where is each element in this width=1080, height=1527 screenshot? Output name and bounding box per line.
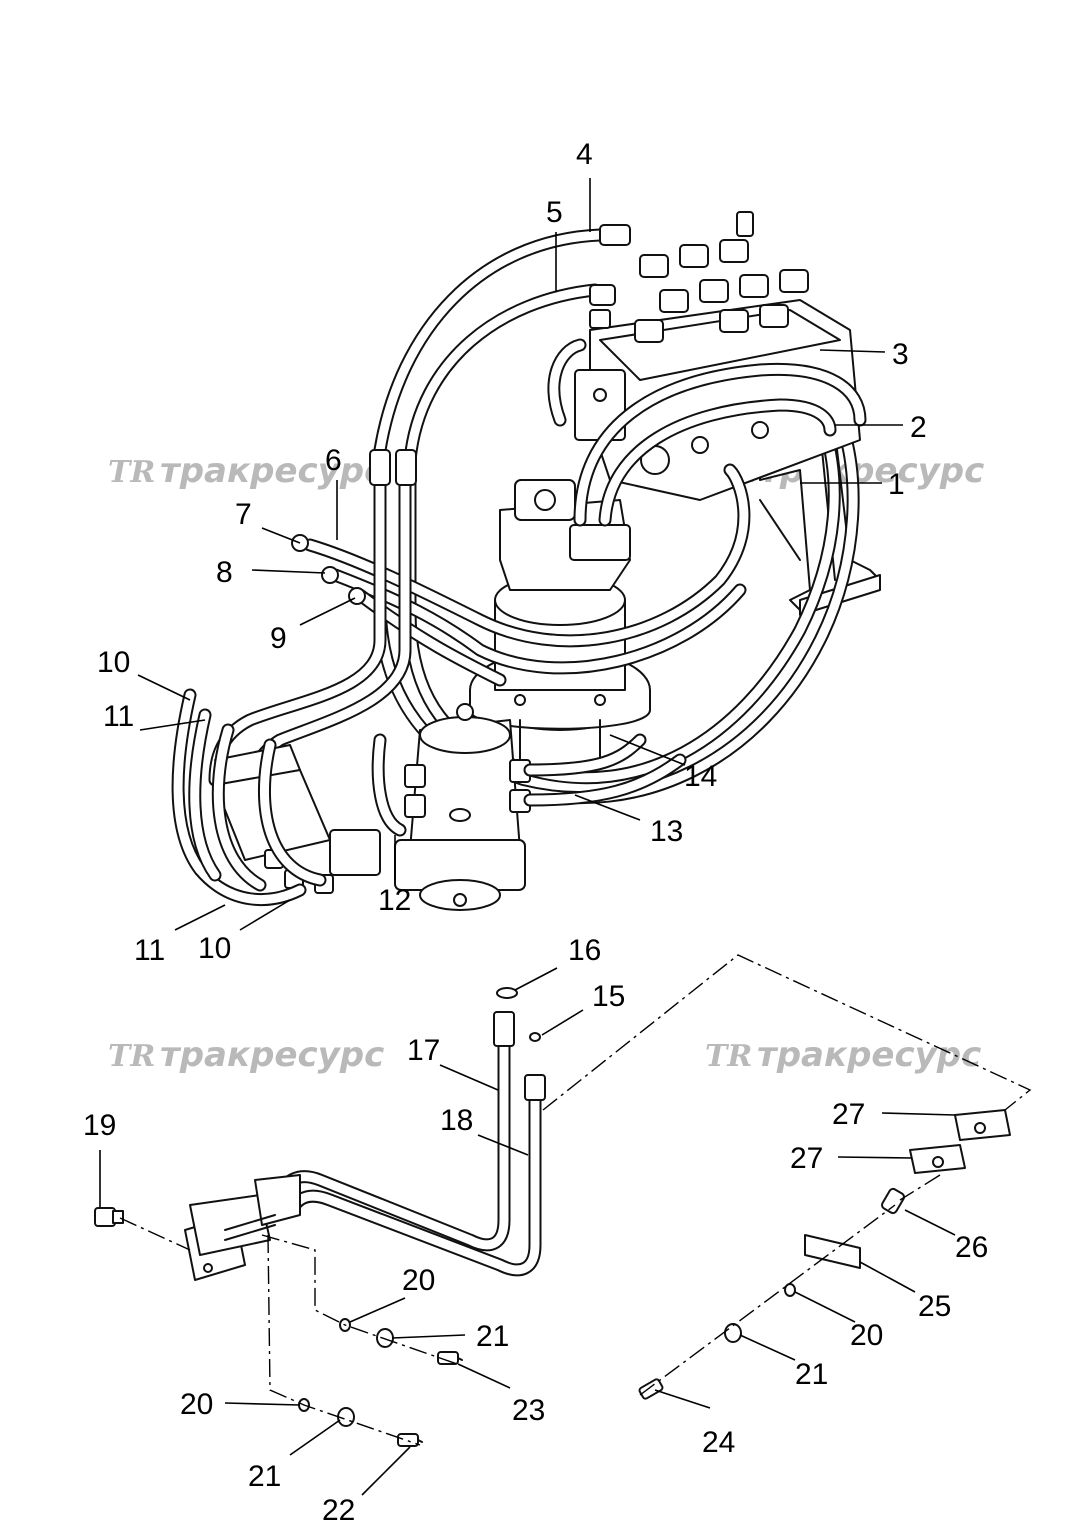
callout-5: 5 <box>546 196 563 229</box>
watermark-mid-right: TR тракресурс <box>705 1035 981 1075</box>
callout-4: 4 <box>576 138 593 171</box>
callout-9: 9 <box>270 622 287 655</box>
callout-20c: 20 <box>850 1319 883 1352</box>
control-valve <box>574 211 861 501</box>
callout-3: 3 <box>892 338 909 371</box>
assembly-center-lines <box>119 954 1032 1446</box>
callout-21c: 21 <box>795 1358 828 1391</box>
o-ring-15 <box>529 1032 541 1042</box>
callout-13: 13 <box>650 815 683 848</box>
callout-16: 16 <box>568 934 601 967</box>
clamp-set-right <box>638 1109 1011 1400</box>
front-hoses <box>291 463 751 687</box>
swivel-hoses <box>371 733 687 837</box>
leader-lines <box>99 178 956 1496</box>
swing-motor <box>469 479 651 761</box>
top-fittings <box>589 224 631 329</box>
callout-12: 12 <box>378 884 411 917</box>
callout-11a: 11 <box>103 700 134 733</box>
callout-10a: 10 <box>97 646 130 679</box>
callout-24: 24 <box>702 1426 735 1459</box>
watermark-top: TR тракресурс <box>108 451 384 491</box>
lower-assembly <box>94 954 1032 1447</box>
callout-21a: 21 <box>476 1320 509 1353</box>
o-ring-16 <box>496 987 518 999</box>
left-manifold <box>171 688 381 906</box>
callout-8: 8 <box>216 556 233 589</box>
watermark-text: тракресурс <box>160 451 384 491</box>
callout-labels: 4 5 3 2 1 6 7 8 9 10 11 11 10 12 13 14 1… <box>83 138 988 1527</box>
callout-22: 22 <box>322 1494 355 1527</box>
callout-11b: 11 <box>134 934 165 967</box>
callout-2: 2 <box>910 411 927 444</box>
callout-21b: 21 <box>248 1460 281 1493</box>
lower-manifold <box>184 1174 301 1281</box>
callout-17: 17 <box>407 1034 440 1067</box>
callout-26: 26 <box>955 1231 988 1264</box>
swivel-joint <box>394 703 531 911</box>
callout-27a: 27 <box>832 1098 865 1131</box>
valve-hoses <box>547 338 867 527</box>
callout-23: 23 <box>512 1394 545 1427</box>
watermark-logo: TR <box>705 1039 752 1074</box>
callout-6: 6 <box>325 444 342 477</box>
watermark-logo: TR <box>108 455 155 490</box>
callout-15: 15 <box>592 980 625 1013</box>
callout-27b: 27 <box>790 1142 823 1175</box>
callout-10b: 10 <box>198 932 231 965</box>
watermark-text: тракресурс <box>160 1035 384 1075</box>
callout-20b: 20 <box>180 1388 213 1421</box>
callout-18: 18 <box>440 1104 473 1137</box>
watermark-logo: TR <box>108 1039 155 1074</box>
watermark-text: тракресурс <box>757 1035 981 1075</box>
callout-1: 1 <box>888 468 905 501</box>
callout-7: 7 <box>235 498 252 531</box>
callout-25: 25 <box>918 1290 951 1323</box>
callout-20a: 20 <box>402 1264 435 1297</box>
watermark-mid-left: TR тракресурс <box>108 1035 384 1075</box>
callout-19: 19 <box>83 1109 116 1142</box>
plug-19 <box>94 1207 124 1227</box>
upper-assembly <box>171 211 881 911</box>
callout-14: 14 <box>684 760 717 793</box>
